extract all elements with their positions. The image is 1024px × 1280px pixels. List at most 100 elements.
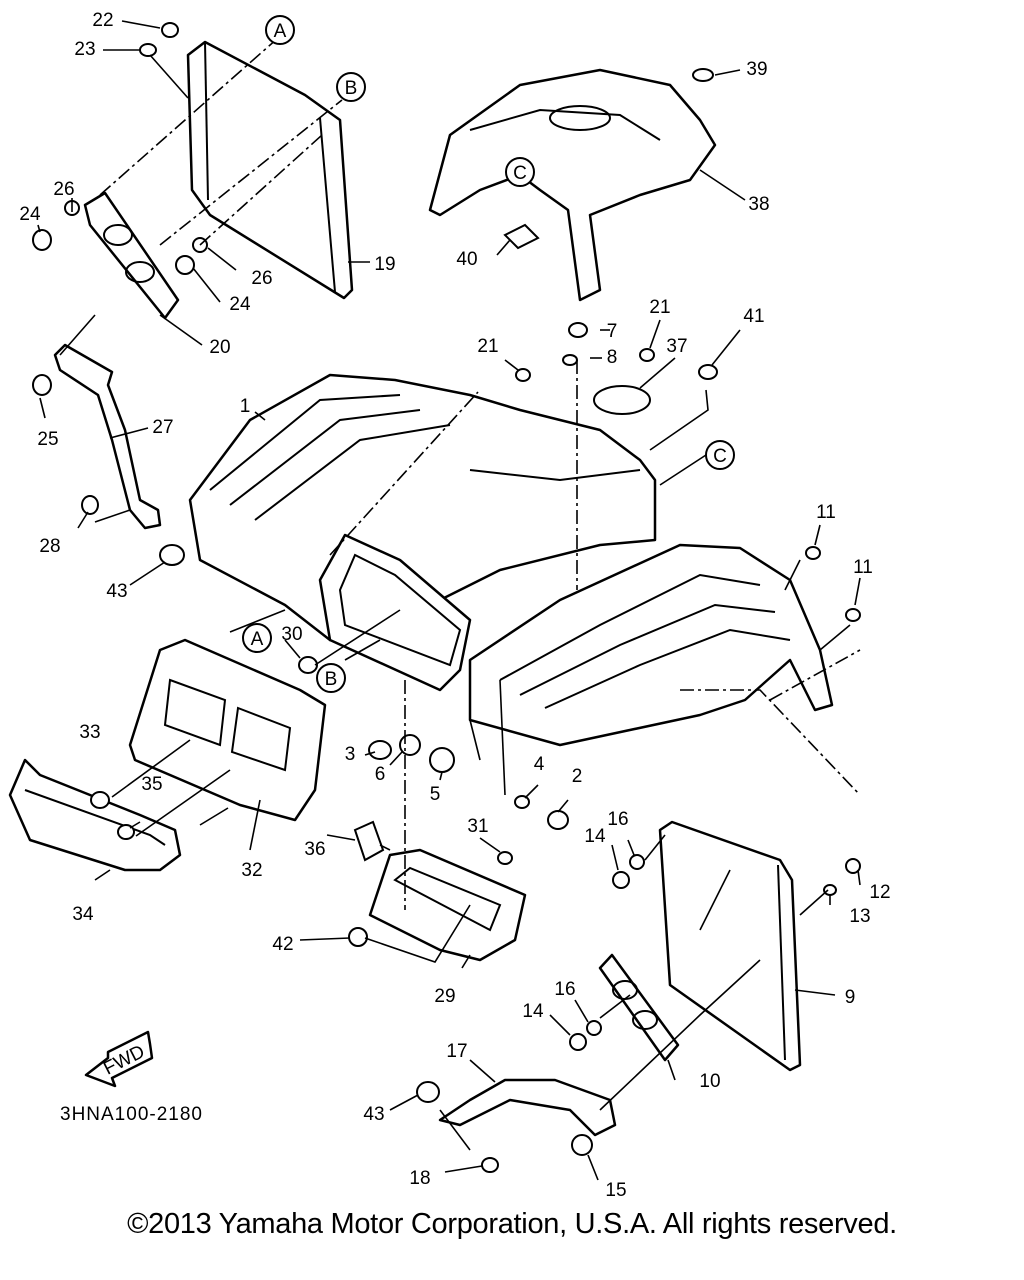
svg-text:B: B xyxy=(325,669,338,690)
callout-25: 25 xyxy=(37,429,58,450)
nut-24-left xyxy=(32,229,52,251)
callout-9: 9 xyxy=(845,987,856,1008)
callout-42: 42 xyxy=(272,934,293,955)
bolt-21-left xyxy=(515,368,531,382)
callout-10: 10 xyxy=(699,1071,720,1092)
callout-30: 30 xyxy=(281,624,302,645)
ref-letter-b-mid: B xyxy=(316,663,346,693)
ref-letter-c-top: C xyxy=(505,157,535,187)
grommet-16-upper xyxy=(629,854,645,870)
bolt-35 xyxy=(117,824,135,840)
nut-15 xyxy=(571,1134,593,1156)
callout-1: 1 xyxy=(240,396,251,417)
bolt-18 xyxy=(481,1157,499,1173)
bolt-33 xyxy=(90,791,110,809)
callout-labels: 1 2 3 4 5 6 7 8 9 10 11 11 12 13 14 14 1… xyxy=(19,10,890,1201)
callout-19: 19 xyxy=(374,254,395,275)
bolt-39 xyxy=(692,68,714,82)
callout-28: 28 xyxy=(39,536,60,557)
callout-17: 17 xyxy=(446,1041,467,1062)
callout-26-left: 26 xyxy=(53,179,74,200)
bolt-22 xyxy=(161,22,179,38)
collar-28 xyxy=(81,495,99,515)
nut-25 xyxy=(32,374,52,396)
callout-7: 7 xyxy=(607,321,618,342)
bolt-2 xyxy=(547,810,569,830)
callout-14-upper: 14 xyxy=(584,826,606,847)
alignment-lines xyxy=(99,37,861,910)
callout-8: 8 xyxy=(607,347,618,368)
callout-40: 40 xyxy=(456,249,477,270)
nut-3 xyxy=(368,740,392,760)
clip-40 xyxy=(503,223,540,250)
callout-16-lower: 16 xyxy=(554,979,575,1000)
parts-exploded-diagram: A B C C A B 1 2 3 4 5 6 7 8 9 10 11 11 1… xyxy=(8,10,891,1201)
hardware xyxy=(32,22,861,1173)
callout-26-right: 26 xyxy=(251,268,272,289)
part-29-housing[interactable] xyxy=(368,848,527,962)
callout-13: 13 xyxy=(849,906,870,927)
nut-14-lower xyxy=(569,1033,587,1051)
callout-27: 27 xyxy=(152,417,173,438)
callout-36: 36 xyxy=(304,839,325,860)
callout-12: 12 xyxy=(869,882,890,903)
grommet-42 xyxy=(348,927,368,947)
callout-20: 20 xyxy=(209,337,230,358)
svg-text:A: A xyxy=(274,21,287,42)
part-17-stay[interactable] xyxy=(438,1078,617,1137)
nut-30 xyxy=(298,656,318,674)
nut-24-right xyxy=(175,255,195,275)
washer-13 xyxy=(823,884,837,896)
leader-lines xyxy=(37,20,861,1181)
svg-text:A: A xyxy=(251,629,264,650)
callout-34: 34 xyxy=(72,904,94,925)
callout-21-right: 21 xyxy=(649,297,670,318)
cap-43-lower xyxy=(416,1081,440,1103)
part-19-flap[interactable] xyxy=(186,40,354,300)
part-27-stay[interactable] xyxy=(53,343,162,530)
grommet-5 xyxy=(429,747,455,773)
callout-41: 41 xyxy=(743,306,764,327)
reflector-36 xyxy=(353,820,385,862)
callout-37: 37 xyxy=(666,336,687,357)
diagram-code: 3HNA100-2180 xyxy=(60,1104,203,1125)
bolt-11-lower xyxy=(845,608,861,622)
copyright-notice: ©2013 Yamaha Motor Corporation, U.S.A. A… xyxy=(127,1208,897,1240)
bolt-11-upper xyxy=(805,546,821,560)
part-32-bezel[interactable] xyxy=(128,638,327,822)
part-9-flap[interactable] xyxy=(658,820,802,1072)
callout-24-right: 24 xyxy=(229,294,251,315)
callout-29: 29 xyxy=(434,986,455,1007)
washer-23 xyxy=(139,43,157,57)
bolt-12 xyxy=(845,858,861,874)
callout-33: 33 xyxy=(79,722,100,743)
callout-18: 18 xyxy=(409,1168,430,1189)
screw-41 xyxy=(698,364,718,380)
part-10-plate[interactable] xyxy=(598,953,680,1062)
callout-2: 2 xyxy=(572,766,583,787)
bolt-31 xyxy=(497,851,513,865)
callout-24-left: 24 xyxy=(19,204,41,225)
callout-31: 31 xyxy=(467,816,488,837)
washer-4 xyxy=(514,795,530,809)
ref-letter-a-mid: A xyxy=(242,623,272,653)
callout-43-lower: 43 xyxy=(363,1104,384,1125)
part-34-guard-bar[interactable] xyxy=(8,758,182,872)
callout-6: 6 xyxy=(375,764,386,785)
callout-11-lower: 11 xyxy=(853,557,873,578)
fwd-arrow-icon: FWD xyxy=(84,1030,154,1088)
callout-23: 23 xyxy=(74,39,95,60)
bolt-21-right xyxy=(639,348,655,362)
callout-39: 39 xyxy=(746,59,767,80)
callout-11-upper: 11 xyxy=(816,502,836,523)
cap-43-upper xyxy=(159,544,185,566)
callout-16-upper: 16 xyxy=(607,809,628,830)
ref-letter-a-top: A xyxy=(265,15,295,45)
callout-22: 22 xyxy=(92,10,113,31)
callout-35: 35 xyxy=(141,774,162,795)
callout-38: 38 xyxy=(748,194,769,215)
grommet-16-lower xyxy=(586,1020,602,1036)
part-20-plate[interactable] xyxy=(83,191,180,320)
callout-14-lower: 14 xyxy=(522,1001,544,1022)
part-rear-fender-right[interactable] xyxy=(468,543,834,747)
